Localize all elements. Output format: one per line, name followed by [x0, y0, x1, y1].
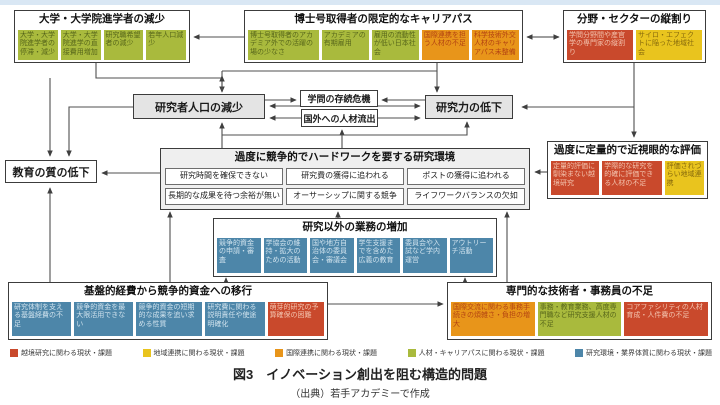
- group-items: 定量的評価に馴染まない越境研究学際的な研究を的確に評価できる人材の不足評価されづ…: [548, 158, 707, 198]
- problem-chip-green: アカデミアの有期雇用: [321, 29, 369, 60]
- problem-chip-blue: 研究体制を支える基盤経費の不足: [12, 301, 72, 336]
- problem-chip-orange: 国際連携を担う人材の不足: [421, 29, 469, 60]
- problem-chip-blue: アウトリーチ活動: [449, 237, 493, 273]
- group-increase-non-research-work: 研究以外の業務の増加 競争的資金の申請・審査学協会の維持・拡大のための活動国や地…: [213, 218, 497, 277]
- problem-chip-blue: 研究費に関わる説明責任や使途明確化: [205, 301, 265, 336]
- node-research-capability-decline: 研究力の低下: [425, 95, 513, 119]
- group-shift-to-competitive-funding: 基盤的経費から競争的資金への移行 研究体制を支える基盤経費の不足競争的資金を最大…: [8, 282, 328, 340]
- group-title: 専門的な技術者・事務員の不足: [506, 285, 653, 297]
- problem-chip-green: 事務・教育業務、高度専門職など研究支援人材の不足: [537, 301, 622, 336]
- problem-chip-red: 定量的評価に馴染まない越境研究: [551, 160, 600, 195]
- group-field-sector-silos: 分野・セクターの縦割り 学問分野間や産官学の専門家の縦割りサイロ・エフェクトに陥…: [563, 10, 706, 63]
- group-items: 研究体制を支える基盤経費の不足競争的資金を最大限活用できない競争的資金の短期的な…: [9, 299, 327, 339]
- group-title: 過度に競争的でハードワークを要する研究環境: [234, 151, 456, 163]
- problem-chip-white: 研究費の獲得に追われる: [286, 167, 404, 185]
- legend-label: 地域連携に関わる現状・課題: [153, 350, 245, 357]
- group-items: 国際交流に関わる事務手続きの煩雑さ・負担の増大事務・教育業務、高度専門職など研究…: [448, 299, 711, 339]
- problem-chip-blue: 委員会や入試など学内運営: [403, 237, 447, 273]
- legend-item: 人材・キャリアパスに関わる現状・課題: [407, 348, 545, 358]
- problem-chip-green: 博士号取得者のアカデミア外での活躍の場の少なさ: [248, 29, 319, 60]
- legend-item: 地域連携に関わる現状・課題: [142, 348, 245, 358]
- problem-chip-blue: 学協会の維持・拡大のための活動: [263, 237, 307, 273]
- problem-chip-green: 若年人口減少: [146, 29, 186, 60]
- problem-chip-red: 学際的な研究を的確に評価できる人材の不足: [602, 160, 662, 195]
- group-items: 研究時間を確保できない研究費の獲得に追われるポストの獲得に追われる長期的な成果を…: [161, 165, 529, 209]
- node-brain-drain-abroad: 国外への人材流出: [301, 109, 378, 127]
- problem-chip-green: 雇用の流動性が低い日本社会: [371, 29, 419, 60]
- node-researcher-population-decline: 研究者人口の減少: [133, 94, 265, 119]
- legend-label: 国際連携に関わる現状・課題: [286, 350, 378, 357]
- problem-chip-red: コアファシリティの人材育成・人件費の不足: [624, 301, 709, 336]
- group-items: 学問分野間や産官学の専門家の縦割りサイロ・エフェクトに陥った地域社会: [564, 27, 705, 63]
- group-shortage-technical-admin-staff: 専門的な技術者・事務員の不足 国際交流に関わる事務手続きの煩雑さ・負担の増大事務…: [447, 282, 712, 340]
- group-title: 過度に定量的で近視眼的な評価: [554, 144, 701, 156]
- problem-chip-green: 大学・大学院進学者の停滞・減少: [18, 29, 58, 60]
- node-academia-survival-crisis: 学問の存続危機: [300, 90, 378, 107]
- legend-swatch-orange: [275, 349, 284, 357]
- group-overly-quantitative-evaluation: 過度に定量的で近視眼的な評価 定量的評価に馴染まない越境研究学際的な研究を的確に…: [547, 141, 708, 199]
- legend-item: 越境研究に関わる現状・課題: [10, 348, 112, 358]
- legend-swatch-yellow: [142, 349, 151, 357]
- problem-chip-blue: 学生支援までを含めた広義の教育: [356, 237, 400, 273]
- group-competitive-hardwork-research-environment: 過度に競争的でハードワークを要する研究環境 研究時間を確保できない研究費の獲得に…: [160, 148, 530, 210]
- problem-chip-white: ポストの獲得に追われる: [407, 167, 525, 185]
- problem-chip-orange: 科学技術外交人材のキャリアパス未整備: [471, 29, 519, 60]
- group-title: 博士号取得者の限定的なキャリアパス: [294, 13, 473, 25]
- problem-chip-white: オーサーシップに関する競争: [286, 187, 404, 205]
- problem-chip-orange: 国際交流に関わる事務手続きの煩雑さ・負担の増大: [451, 301, 535, 336]
- legend-item: 国際連携に関わる現状・課題: [275, 348, 377, 358]
- problem-chip-white: ライフワークバランスの欠如: [407, 187, 525, 205]
- problem-chip-white: 長期的な成果を待つ余裕が無い: [165, 187, 283, 205]
- group-items: 大学・大学院進学者の停滞・減少大学・大学院進学の直接費用増加研究職希望者の減少若…: [15, 27, 189, 63]
- group-items: 博士号取得者のアカデミア外での活躍の場の少なさアカデミアの有期雇用雇用の流動性が…: [245, 27, 522, 63]
- problem-chip-yellow: サイロ・エフェクトに陥った地域社会: [636, 29, 702, 60]
- problem-chip-blue: 競争的資金の短期的な成果を追い求める性質: [136, 301, 203, 336]
- legend-swatch-red: [10, 349, 18, 357]
- legend-label: 越境研究に関わる現状・課題: [21, 350, 112, 357]
- figure-source: （出典）若手アカデミーで作成: [290, 389, 430, 400]
- problem-chip-green: 研究職希望者の減少: [103, 29, 144, 60]
- group-phd-limited-career-path: 博士号取得者の限定的なキャリアパス 博士号取得者のアカデミア外での活躍の場の少な…: [244, 10, 523, 63]
- problem-chip-red: 学問分野間や産官学の専門家の縦割り: [567, 29, 633, 60]
- problem-chip-blue: 競争的資金を最大限活用できない: [74, 301, 134, 336]
- problem-chip-blue: 競争的資金の申請・審査: [217, 237, 261, 273]
- group-university-enrollment-decline: 大学・大学院進学者の減少 大学・大学院進学者の停滞・減少大学・大学院進学の直接費…: [14, 10, 190, 63]
- problem-chip-red: 萌芽的研究の予算確保の困難: [267, 301, 325, 336]
- node-education-quality-decline: 教育の質の低下: [5, 160, 97, 183]
- legend-label: 人材・キャリアパスに関わる現状・課題: [418, 350, 545, 357]
- problem-chip-white: 研究時間を確保できない: [165, 167, 283, 185]
- group-title: 研究以外の業務の増加: [302, 221, 408, 233]
- problem-chip-blue: 国や地方自治体の委員会・審議会: [310, 237, 354, 273]
- problem-chip-green: 大学・大学院進学の直接費用増加: [60, 29, 101, 60]
- problem-chip-yellow: 評価されづらい地域連携: [664, 160, 704, 195]
- legend-label: 研究環境・業界体質に関わる現状・課題: [586, 350, 712, 357]
- legend-swatch-green: [407, 349, 416, 357]
- group-title: 基盤的経費から競争的資金への移行: [84, 285, 252, 297]
- group-title: 大学・大学院進学者の減少: [39, 13, 165, 25]
- legend: 越境研究に関わる現状・課題 地域連携に関わる現状・課題 国際連携に関わる現状・課題 人…: [10, 348, 712, 358]
- legend-item: 研究環境・業界体質に関わる現状・課題: [575, 348, 712, 358]
- figure-caption: 図3 イノベーション創出を阻む構造的問題: [233, 367, 487, 382]
- page-edge-strip: [0, 0, 720, 5]
- legend-swatch-blue: [575, 349, 583, 357]
- group-items: 競争的資金の申請・審査学協会の維持・拡大のための活動国や地方自治体の委員会・審議…: [214, 235, 496, 276]
- group-title: 分野・セクターの縦割り: [576, 13, 693, 25]
